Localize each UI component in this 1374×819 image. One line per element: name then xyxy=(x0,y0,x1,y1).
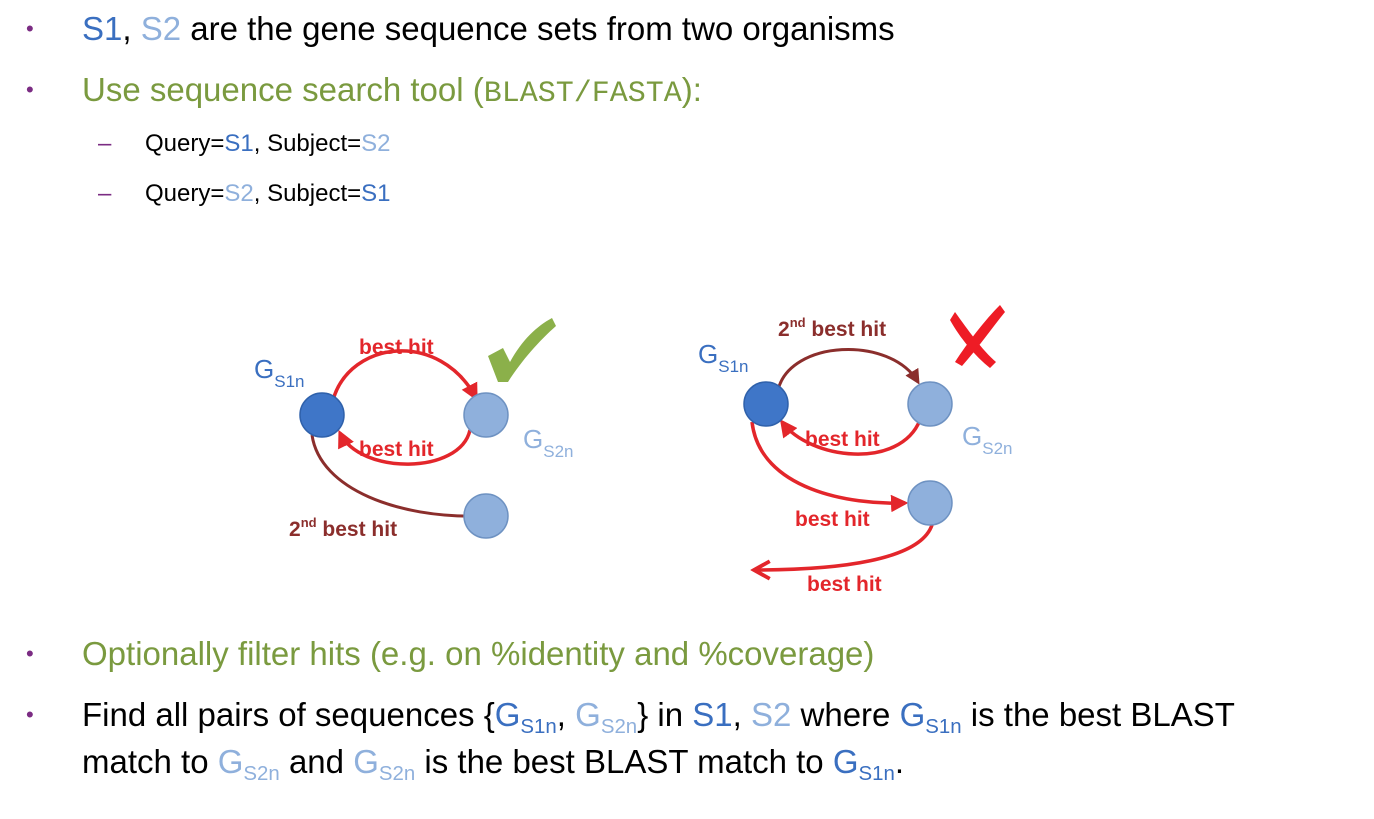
right-mid-arc xyxy=(750,421,909,513)
tool-name: BLAST/FASTA xyxy=(483,77,682,111)
label-best-hit-bottom: best hit xyxy=(359,438,434,461)
diagram-right: 2nd best hit best hit best hit best hit … xyxy=(698,305,1012,596)
right-out-arc xyxy=(754,524,934,570)
node-third-right xyxy=(907,480,953,526)
bullet-dot: • xyxy=(26,702,34,727)
label-best-hit-top: best hit xyxy=(359,336,434,359)
node-gs2n-left xyxy=(463,392,509,438)
bullet-dot: • xyxy=(26,641,34,666)
left-bottom-arc xyxy=(338,429,472,466)
sub-bullet-dash: – xyxy=(98,130,112,157)
bullet-dot: • xyxy=(26,16,34,41)
label-best-hit-back: best hit xyxy=(805,428,880,451)
diagram-left: best hit best hit 2nd best hit GS1n GS2n xyxy=(254,318,573,541)
node-gs1n-right xyxy=(743,381,789,427)
left-top-arc xyxy=(331,349,478,402)
left-second-arc xyxy=(310,434,481,524)
bullet-dot: • xyxy=(26,77,34,102)
label-best-hit-bottom-right: best hit xyxy=(807,573,882,596)
label-second-best-hit: 2nd best hit xyxy=(289,515,397,541)
label-gs2n-left: GS2n xyxy=(523,424,573,461)
cross-icon xyxy=(950,305,1005,368)
label-gs1n-right: GS1n xyxy=(698,339,748,376)
bullet-1-text: are the gene sequence sets from two orga… xyxy=(181,10,895,47)
right-second-arc xyxy=(776,347,920,391)
label-gs1n-left: GS1n xyxy=(254,354,304,391)
label-second-best-hit-right: 2nd best hit xyxy=(778,315,886,341)
sub-bullet-dash: – xyxy=(98,180,112,207)
s2-label: S2 xyxy=(140,10,182,47)
node-third-left xyxy=(463,493,509,539)
node-gs1n-left xyxy=(299,392,345,438)
checkmark-icon xyxy=(488,318,556,382)
label-best-hit-mid: best hit xyxy=(795,508,870,531)
right-back-arc xyxy=(779,419,922,456)
s1-label: S1 xyxy=(82,10,123,47)
node-gs2n-right xyxy=(907,381,953,427)
bullet-3-text: Optionally filter hits (e.g. on %identit… xyxy=(82,635,875,672)
label-gs2n-right: GS2n xyxy=(962,421,1012,458)
